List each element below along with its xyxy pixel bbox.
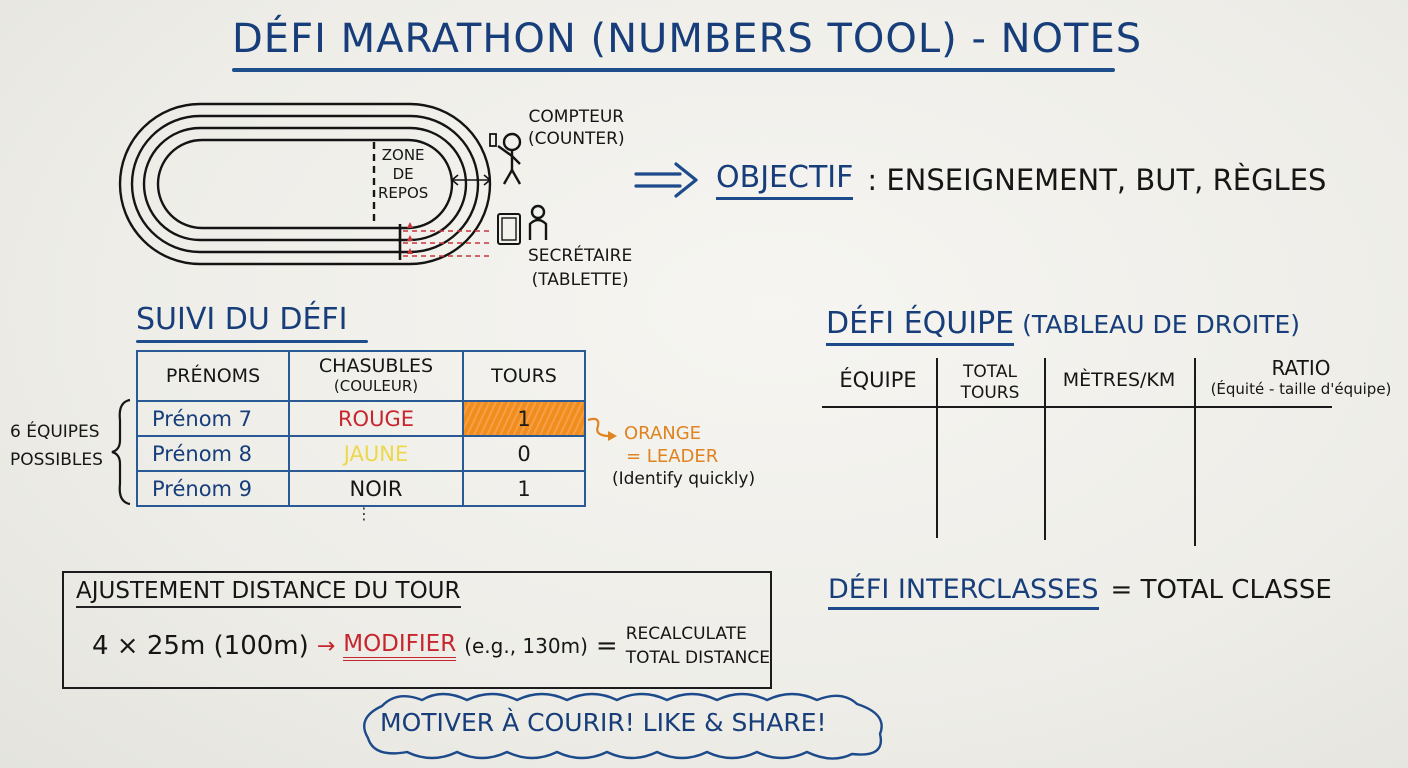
cloud-shape-icon: [363, 692, 883, 760]
header-chasubles: CHASUBLES(COULEUR): [288, 350, 464, 402]
tours-cell: 1: [462, 470, 586, 507]
leader-note: ORANGE = LEADER (Identify quickly): [612, 423, 756, 489]
counter-label: COMPTEUR (COUNTER): [528, 107, 625, 149]
header-divider: [822, 406, 1332, 408]
suivi-table: PRÉNOMS CHASUBLES(COULEUR) TOURS Prénom …: [136, 350, 586, 507]
more-rows-ellipsis: ⋮: [356, 504, 372, 523]
rest-zone-label: ZONE DE REPOS: [378, 146, 429, 202]
objective-text: : ENSEIGNEMENT, BUT, RÈGLES: [867, 163, 1327, 197]
column-divider: [1194, 358, 1196, 546]
tours-cell: 0: [462, 435, 586, 472]
name-cell: Prénom 9: [136, 470, 290, 507]
ajustement-box: [62, 571, 772, 689]
equipe-title: DÉFI ÉQUIPE(TABLEAU DE DROITE): [826, 306, 1300, 346]
table-row: Prénom 8 JAUNE 0: [136, 435, 586, 472]
secretary-label: SECRÉTAIRE (TABLETTE): [528, 246, 633, 290]
arrow-right-icon: →: [316, 633, 336, 659]
name-cell: Prénom 7: [136, 400, 290, 437]
curved-arrow-icon: [587, 417, 617, 441]
header-tours: TOURS: [462, 350, 586, 402]
running-track-icon: [118, 102, 548, 266]
header-equipe: ÉQUIPE: [839, 368, 917, 392]
header-prenoms: PRÉNOMS: [136, 350, 290, 402]
column-divider: [1044, 358, 1046, 540]
objective-keyword: OBJECTIF: [716, 160, 854, 200]
interclasses-keyword: DÉFI INTERCLASSES: [828, 574, 1099, 610]
curly-brace-icon: [111, 398, 131, 506]
recalculate-note: RECALCULATE TOTAL DISTANCE: [625, 624, 770, 668]
track-diagram: ZONE DE REPOS COMPTEUR (COUNTER) SECRÉTA…: [118, 100, 638, 304]
title-underline: [232, 68, 1115, 72]
table-row: Prénom 7 ROUGE 1: [136, 400, 586, 437]
name-cell: Prénom 8: [136, 435, 290, 472]
interclasses-line: DÉFI INTERCLASSES = TOTAL CLASSE: [828, 574, 1332, 610]
column-divider: [936, 358, 938, 538]
modifier-example: (e.g., 130m): [464, 634, 588, 658]
color-cell: JAUNE: [288, 435, 464, 472]
objective-line: OBJECTIF : ENSEIGNEMENT, BUT, RÈGLES: [632, 160, 1326, 200]
teams-brace-label: 6 ÉQUIPES POSSIBLES: [10, 422, 103, 470]
table-header-row: PRÉNOMS CHASUBLES(COULEUR) TOURS: [136, 350, 586, 402]
base-distance: 4 × 25m (100m): [92, 631, 309, 661]
motivation-slogan: MOTIVER À COURIR! LIKE & SHARE!: [380, 708, 827, 737]
header-ratio: RATIO (Équité - taille d'équipe): [1210, 356, 1392, 399]
double-arrow-right-icon: [634, 162, 698, 198]
suivi-title: SUIVI DU DÉFI: [136, 302, 348, 337]
header-metres-km: MÈTRES/KM: [1062, 369, 1176, 391]
ajustement-title: AJUSTEMENT DISTANCE DU TOUR: [76, 578, 461, 608]
color-cell: ROUGE: [288, 400, 464, 437]
color-cell: NOIR: [288, 470, 464, 507]
page-title: DÉFI MARATHON (NUMBERS TOOL) - NOTES: [232, 16, 1143, 62]
interclasses-text: = TOTAL CLASSE: [1110, 575, 1332, 605]
modifier-keyword: MODIFIER: [343, 631, 457, 661]
table-row: Prénom 9 NOIR 1: [136, 470, 586, 507]
suivi-underline: [136, 340, 368, 343]
tours-cell-leader: 1: [462, 400, 586, 437]
ajustement-formula: 4 × 25m (100m) → MODIFIER (e.g., 130m) =…: [92, 622, 770, 670]
equals-sign: =: [595, 631, 618, 661]
